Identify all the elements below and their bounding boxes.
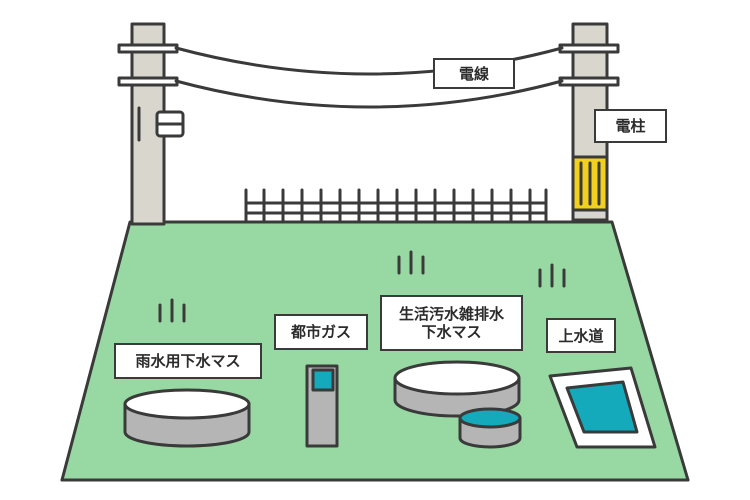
water-supply-label-text: 上水道 [558, 326, 604, 345]
power-line-label-text: 電線 [458, 64, 489, 83]
right-utility-pole [558, 22, 620, 222]
city-gas-post [305, 364, 339, 448]
water-supply-box [548, 366, 657, 449]
rainwater-manhole [123, 388, 251, 448]
city-gas-label: 都市ガス [274, 314, 368, 350]
left-utility-pole [117, 22, 185, 226]
rainwater-manhole-label: 雨水用下水マス [114, 343, 262, 379]
power-line-label: 電線 [433, 58, 515, 89]
grass-tufts [158, 250, 566, 323]
city-gas-label-text: 都市ガス [290, 323, 351, 341]
wastewater-manhole [393, 360, 521, 418]
rainwater-manhole-label-text: 雨水用下水マス [135, 352, 241, 370]
utility-pole-label: 電柱 [594, 109, 667, 143]
water-supply-label: 上水道 [546, 318, 616, 353]
wastewater-manhole-label: 生活汚水雑排水 下水マス [380, 295, 523, 351]
wastewater-manhole-label-line1: 生活汚水雑排水 [398, 305, 504, 323]
wastewater-small-manhole [458, 407, 522, 449]
wastewater-manhole-label-line2: 下水マス [421, 323, 482, 341]
fence [244, 188, 548, 224]
utility-pole-label-text: 電柱 [615, 117, 646, 135]
